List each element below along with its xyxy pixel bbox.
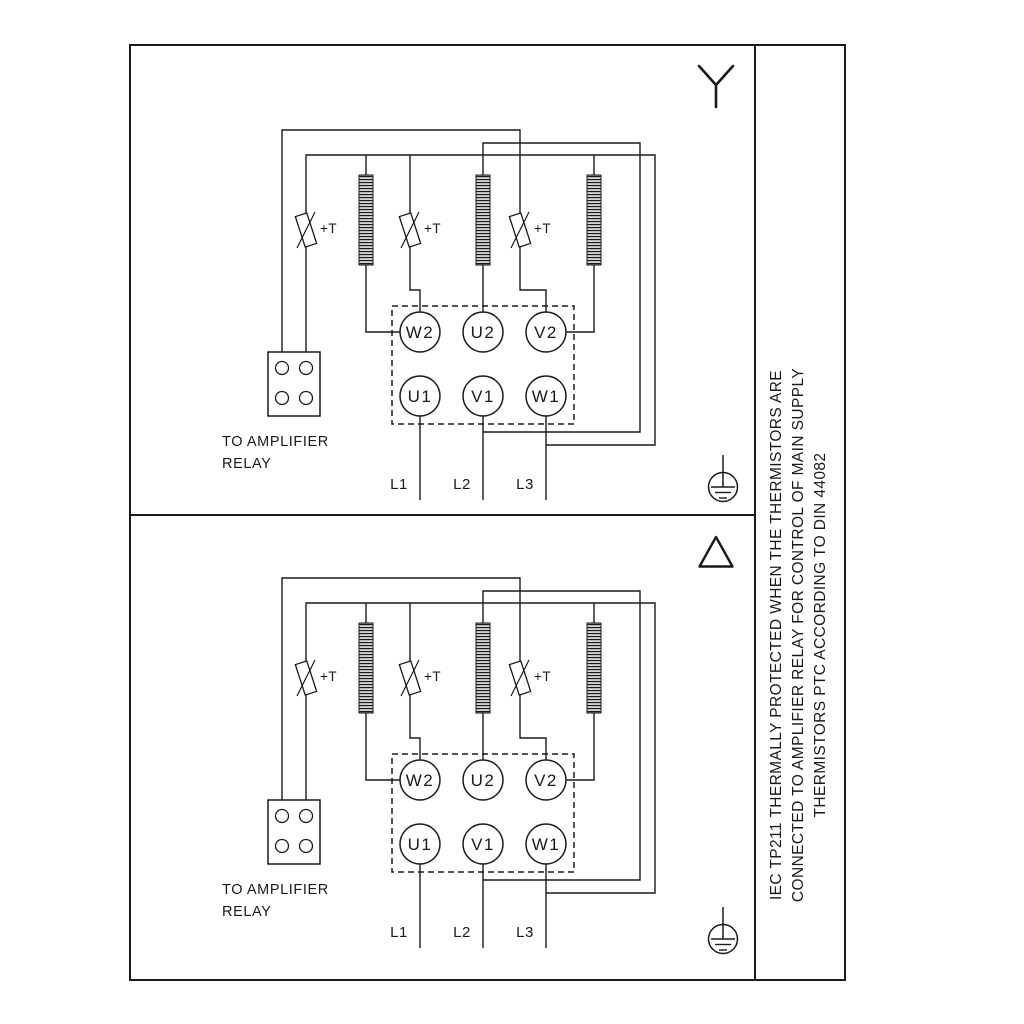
terminal-label: V1 <box>471 387 495 406</box>
terminal-label: V2 <box>534 323 558 342</box>
side-note-line: IEC TP211 THERMALLY PROTECTED WHEN THE T… <box>768 370 785 900</box>
thermistor-label: +T <box>320 669 337 684</box>
side-note-border <box>754 44 846 981</box>
supply-line-label: L3 <box>516 476 534 493</box>
supply-line-label: L2 <box>453 924 471 941</box>
earth-ground-icon <box>707 906 739 955</box>
thermistor-label: +T <box>534 669 551 684</box>
supply-line-label: L2 <box>453 476 471 493</box>
star-connection-icon <box>697 64 735 109</box>
terminal-label: V2 <box>534 771 558 790</box>
supply-line-label: L3 <box>516 924 534 941</box>
supply-line-label: L1 <box>390 476 408 493</box>
terminal-label: V1 <box>471 835 495 854</box>
thermistor-label: +T <box>320 221 337 236</box>
delta-connection-icon <box>698 535 734 568</box>
terminal-label: W2 <box>406 771 435 790</box>
amplifier-relay-caption: TO AMPLIFIER <box>222 882 329 898</box>
terminal-label: U1 <box>408 387 433 406</box>
side-note-line: THERMISTORS PTC ACCORDING TO DIN 44082 <box>812 453 829 818</box>
main-frame-border <box>129 44 756 981</box>
amplifier-relay-caption: RELAY <box>222 904 271 920</box>
terminal-label: W1 <box>532 835 561 854</box>
thermistor-label: +T <box>424 221 441 236</box>
amplifier-relay-caption: RELAY <box>222 456 271 472</box>
earth-ground-icon <box>707 454 739 503</box>
amplifier-relay-caption: TO AMPLIFIER <box>222 434 329 450</box>
terminal-label: W2 <box>406 323 435 342</box>
terminal-label: U2 <box>471 771 496 790</box>
side-note-line: CONNECTED TO AMPLIFIER RELAY FOR CONTROL… <box>790 368 807 902</box>
thermistor-label: +T <box>534 221 551 236</box>
terminal-label: U1 <box>408 835 433 854</box>
supply-line-label: L1 <box>390 924 408 941</box>
thermistor-label: +T <box>424 669 441 684</box>
terminal-label: U2 <box>471 323 496 342</box>
terminal-label: W1 <box>532 387 561 406</box>
